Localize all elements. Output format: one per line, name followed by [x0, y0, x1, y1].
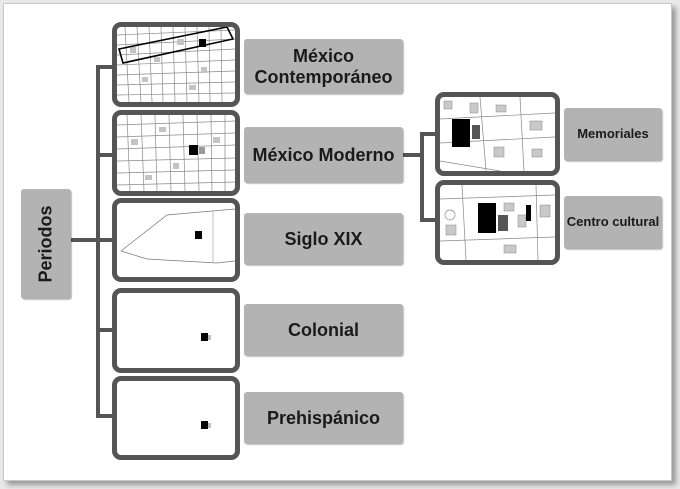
map-thumbnail-prehispanico	[112, 376, 240, 460]
site-plan-centro-cultural	[435, 180, 560, 265]
period-label-contemporaneo: México Contemporáneo	[244, 39, 403, 94]
period-label-moderno: México Moderno	[244, 127, 403, 183]
sub-label-memoriales: Memoriales	[564, 108, 662, 161]
root-label: Periodos	[35, 205, 56, 283]
map-thumbnail-moderno	[112, 110, 240, 196]
sub-label-centro-cultural: Centro cultural	[564, 196, 662, 249]
root-node: Periodos	[21, 189, 71, 299]
map-thumbnail-contemporaneo	[112, 22, 240, 107]
period-label-prehispanico: Prehispánico	[244, 392, 403, 444]
map-thumbnail-colonial	[112, 288, 240, 373]
period-label-siglo-xix: Siglo XIX	[244, 213, 403, 265]
map-thumbnail-siglo-xix	[112, 198, 240, 282]
site-plan-memoriales	[435, 92, 560, 176]
period-label-colonial: Colonial	[244, 304, 403, 356]
